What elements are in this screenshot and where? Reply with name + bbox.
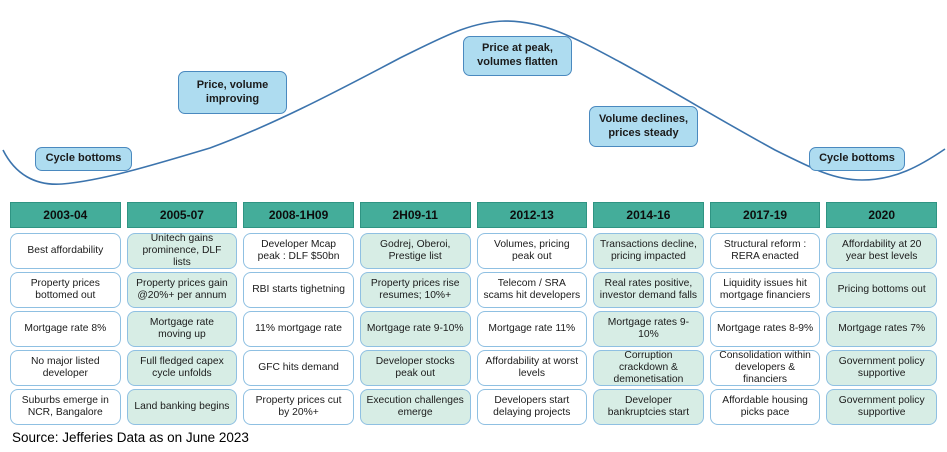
table-cell: Developer bankruptcies start (593, 389, 704, 425)
table-cell: 11% mortgage rate (243, 311, 354, 347)
table-cell: Volumes, pricing peak out (476, 233, 588, 269)
table-cell: Liquidity issues hit mortgage financiers (709, 272, 821, 308)
table-cell: Government policy supportive (826, 350, 937, 386)
column-2h09-11: 2H09-11 Godrej, Oberoi, Prestige list Pr… (359, 202, 471, 425)
period-header: 2005-07 (126, 202, 238, 228)
table-cell: Mortgage rate 8% (10, 311, 121, 347)
table-cell: Mortgage rate moving up (126, 311, 238, 347)
table-cell: Affordability at worst levels (476, 350, 588, 386)
table-cell: Developer stocks peak out (359, 350, 471, 386)
table-cell: Developers start delaying projects (476, 389, 588, 425)
period-header: 2014-16 (593, 202, 704, 228)
table-cell: Land banking begins (126, 389, 238, 425)
table-cell: Property prices gain @20%+ per annum (126, 272, 238, 308)
period-header: 2017-19 (709, 202, 821, 228)
table-cell: GFC hits demand (243, 350, 354, 386)
table-cell: Full fledged capex cycle unfolds (126, 350, 238, 386)
table-cell: Developer Mcap peak : DLF $50bn (243, 233, 354, 269)
table-cell: Mortgage rate 11% (476, 311, 588, 347)
table-cell: RBI starts tighetning (243, 272, 354, 308)
table-cell: Property prices rise resumes; 10%+ (359, 272, 471, 308)
timeline-table: 2003-04 Best affordability Property pric… (10, 202, 937, 425)
period-header: 2003-04 (10, 202, 121, 228)
cycle-label-bottom-left: Cycle bottoms (35, 147, 132, 171)
table-cell: Government policy supportive (826, 389, 937, 425)
column-2020: 2020 Affordability at 20 year best level… (826, 202, 937, 425)
table-cell: Best affordability (10, 233, 121, 269)
table-cell: Mortgage rates 9-10% (593, 311, 704, 347)
column-2012-13: 2012-13 Volumes, pricing peak out Teleco… (476, 202, 588, 425)
table-cell: Unitech gains prominence, DLF lists (126, 233, 238, 269)
table-cell: Mortgage rates 8-9% (709, 311, 821, 347)
table-cell: Suburbs emerge in NCR, Bangalore (10, 389, 121, 425)
cycle-curve-path (2, 20, 946, 185)
table-cell: Execution challenges emerge (359, 389, 471, 425)
column-2017-19: 2017-19 Structural reform : RERA enacted… (709, 202, 821, 425)
period-header: 2020 (826, 202, 937, 228)
cycle-label-volume-declines: Volume declines, prices steady (589, 106, 698, 147)
table-cell: Affordability at 20 year best levels (826, 233, 937, 269)
period-header: 2H09-11 (359, 202, 471, 228)
table-cell: Affordable housing picks pace (709, 389, 821, 425)
period-header: 2012-13 (476, 202, 588, 228)
table-cell: Transactions decline, pricing impacted (593, 233, 704, 269)
column-2003-04: 2003-04 Best affordability Property pric… (10, 202, 121, 425)
source-note: Source: Jefferies Data as on June 2023 (12, 430, 249, 445)
table-cell: Mortgage rates 7% (826, 311, 937, 347)
table-cell: Mortgage rate 9-10% (359, 311, 471, 347)
cycle-label-price-volume: Price, volume improving (178, 71, 287, 114)
cycle-curve (2, 20, 946, 185)
table-cell: Corruption crackdown & demonetisation (593, 350, 704, 386)
period-header: 2008-1H09 (243, 202, 354, 228)
table-cell: Property prices bottomed out (10, 272, 121, 308)
column-2008-1h09: 2008-1H09 Developer Mcap peak : DLF $50b… (243, 202, 354, 425)
table-cell: Telecom / SRA scams hit developers (476, 272, 588, 308)
column-2014-16: 2014-16 Transactions decline, pricing im… (593, 202, 704, 425)
table-cell: Godrej, Oberoi, Prestige list (359, 233, 471, 269)
table-cell: Pricing bottoms out (826, 272, 937, 308)
table-cell: Structural reform : RERA enacted (709, 233, 821, 269)
table-cell: Property prices cut by 20%+ (243, 389, 354, 425)
column-2005-07: 2005-07 Unitech gains prominence, DLF li… (126, 202, 238, 425)
table-cell: Consolidation within developers & financ… (709, 350, 821, 386)
table-cell: Real rates positive, investor demand fal… (593, 272, 704, 308)
cycle-label-bottom-right: Cycle bottoms (809, 147, 905, 171)
table-cell: No major listed developer (10, 350, 121, 386)
cycle-label-peak: Price at peak, volumes flatten (463, 36, 572, 76)
